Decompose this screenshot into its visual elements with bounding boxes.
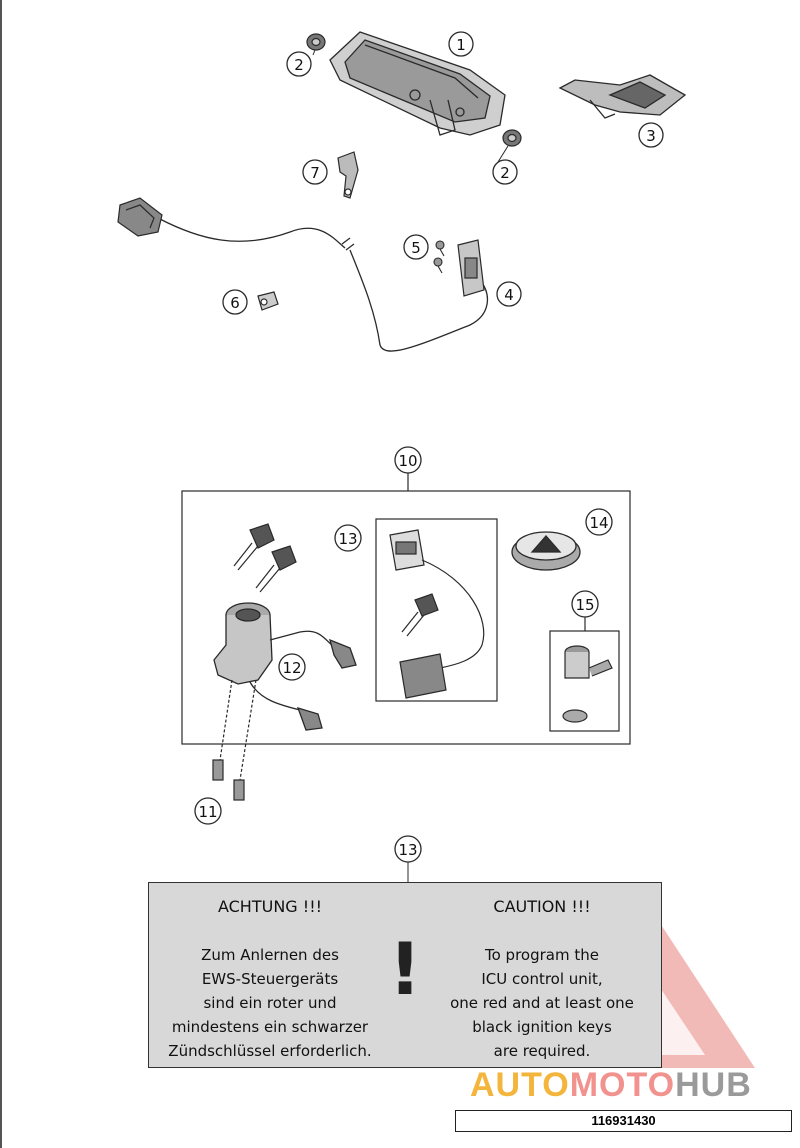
lock-bolts-part <box>212 679 257 801</box>
callout-2-lower: 2 <box>492 159 518 185</box>
cable-clip-part <box>257 291 279 311</box>
svg-text:2: 2 <box>500 164 510 182</box>
callout-13-upper: 13 <box>334 524 362 552</box>
bracket-part <box>337 151 359 199</box>
ignition-keys-part <box>233 523 297 593</box>
warning-german-text: Zum Anlernen des EWS-Steuergeräts sind e… <box>155 943 385 1063</box>
svg-text:6: 6 <box>230 294 240 312</box>
ignition-lock-part <box>213 602 357 731</box>
svg-text:13: 13 <box>398 841 417 859</box>
svg-text:10: 10 <box>398 452 417 470</box>
grommet-part-upper <box>306 33 326 51</box>
callout-12: 12 <box>278 653 306 681</box>
callout-14: 14 <box>585 508 613 536</box>
callout-4: 4 <box>496 281 522 307</box>
warning-german-line: mindestens ein schwarzer <box>171 1018 369 1036</box>
callout-7: 7 <box>302 159 328 185</box>
svg-text:4: 4 <box>504 286 514 304</box>
svg-text:12: 12 <box>282 659 301 677</box>
warning-german-line: Zündschlüssel erforderlich. <box>168 1042 372 1060</box>
watermark-logo: AUTOMOTOHUB <box>470 1066 800 1106</box>
grommet-part-lower <box>502 129 522 147</box>
logo-part-auto: AUTO <box>470 1066 570 1104</box>
seat-lock-sub-box <box>549 630 620 732</box>
warning-english-line: black ignition keys <box>472 1018 612 1036</box>
logo-part-hub: HUB <box>675 1066 752 1104</box>
sensor-cable-part <box>157 217 489 352</box>
svg-text:14: 14 <box>589 514 608 532</box>
callout-15: 15 <box>571 590 599 618</box>
callout-1: 1 <box>448 31 474 57</box>
warning-german-line: Zum Anlernen des <box>201 946 339 964</box>
svg-text:7: 7 <box>310 164 320 182</box>
warning-german-line: sind ein roter und <box>203 994 337 1012</box>
callout-13-lower: 13 <box>394 835 422 863</box>
svg-text:15: 15 <box>575 596 594 614</box>
callout-11: 11 <box>194 797 222 825</box>
warning-german-line: EWS-Steuergeräts <box>201 970 339 988</box>
warning-german-heading: ACHTUNG !!! <box>217 897 323 916</box>
warning-english-line: ICU control unit, <box>481 970 603 988</box>
svg-text:2: 2 <box>294 56 304 74</box>
warning-english-text: To program the ICU control unit, one red… <box>427 943 657 1063</box>
svg-text:11: 11 <box>198 803 217 821</box>
cluster-cover-part <box>558 74 687 119</box>
warning-english-heading: CAUTION !!! <box>493 897 591 916</box>
cable-connector-part <box>117 197 163 237</box>
callout-10: 10 <box>394 446 422 474</box>
warning-english-line: To program the <box>485 946 599 964</box>
sensor-housing-part <box>457 239 485 297</box>
callout-6: 6 <box>222 289 248 315</box>
svg-text:5: 5 <box>411 239 421 257</box>
fuel-cap-part <box>511 531 581 571</box>
part-number-box: 116931430 <box>455 1110 792 1132</box>
icu-sub-box <box>375 518 498 702</box>
page-edge-rule <box>0 0 2 1148</box>
warning-label-panel: ACHTUNG !!! Zum Anlernen des EWS-Steuerg… <box>148 882 662 1068</box>
warning-english-line: one red and at least one <box>450 994 634 1012</box>
callout-2-upper: 2 <box>286 51 312 77</box>
screws-part <box>433 240 445 274</box>
callout-3: 3 <box>638 122 664 148</box>
exclamation-icon: ! <box>388 927 422 1011</box>
lock-set-box <box>181 490 631 745</box>
svg-text:13: 13 <box>338 530 357 548</box>
warning-english-line: are required. <box>493 1042 591 1060</box>
callout-5: 5 <box>403 234 429 260</box>
icu-control-unit-part <box>389 529 485 699</box>
instrument-cluster-part <box>329 31 506 136</box>
logo-part-moto: MOTO <box>569 1066 676 1104</box>
seat-lock-part <box>562 645 613 723</box>
svg-text:1: 1 <box>456 36 466 54</box>
leader-lines <box>312 49 509 882</box>
svg-text:3: 3 <box>646 127 656 145</box>
